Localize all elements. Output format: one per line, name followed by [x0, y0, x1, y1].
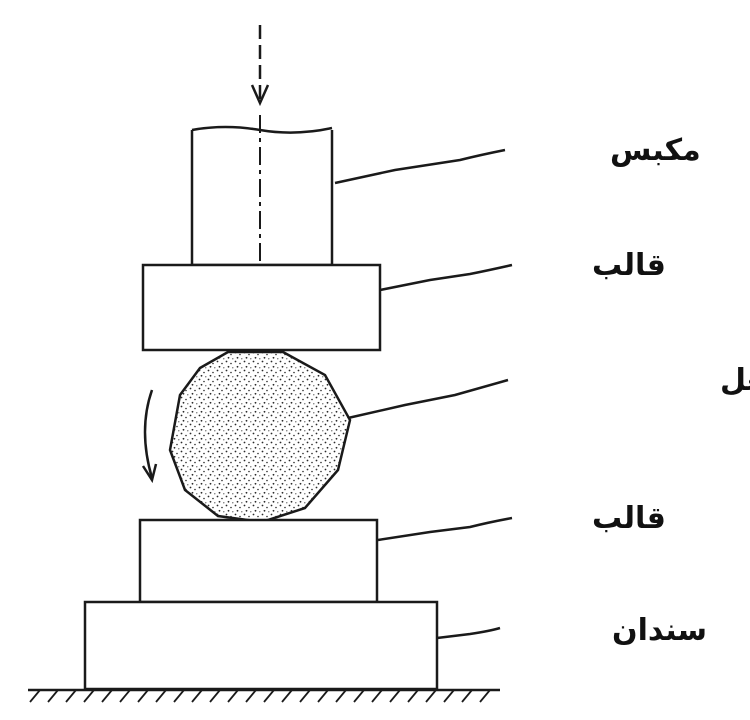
workpiece: [168, 350, 352, 524]
leader-lower-die: [377, 516, 513, 542]
upper-die: [141, 263, 382, 352]
ground-hatching: [29, 689, 491, 703]
lower-die: [138, 518, 379, 604]
label-upper-die: قالب: [592, 248, 666, 283]
label-lower-die: قالب: [592, 501, 666, 536]
force-arrow-head: [250, 84, 270, 107]
press-ram: [190, 130, 334, 267]
anvil: [83, 600, 439, 691]
leader-anvil: [436, 626, 501, 640]
rotation-arrow: [143, 389, 154, 479]
label-press: مكبس: [610, 133, 701, 168]
leader-press: [334, 148, 506, 185]
label-workpiece: قطعة الشغل: [720, 363, 750, 398]
leader-workpiece: [347, 378, 509, 420]
rotation-arrow-head: [141, 463, 158, 484]
leader-upper-die: [379, 263, 513, 292]
label-anvil: سندان: [612, 613, 707, 648]
